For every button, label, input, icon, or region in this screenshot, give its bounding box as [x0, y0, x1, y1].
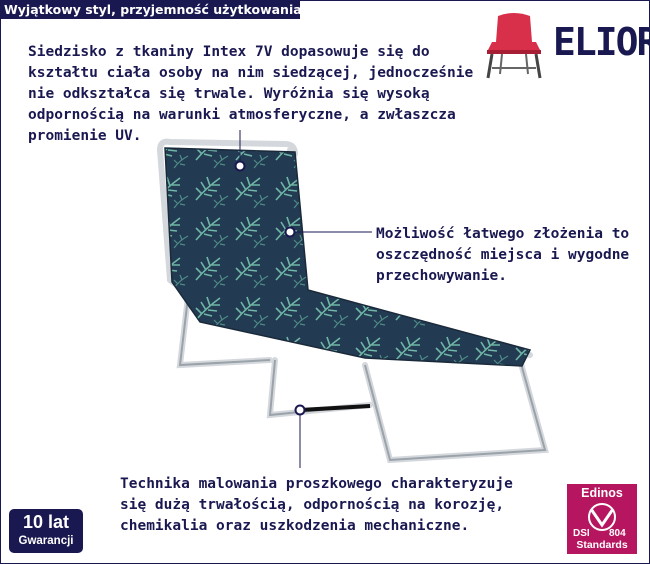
certification-badge: Edinos DSI 804 Standards	[567, 484, 637, 554]
certification-dsi: DSI	[573, 528, 590, 539]
feature-coating-text: Technika malowania proszkowego charakter…	[120, 476, 513, 534]
certification-code: 804	[609, 528, 626, 539]
brand-name: ELIOR	[553, 20, 650, 64]
feature-fabric-text: Siedzisko z tkaniny Intex 7V dopasowuje …	[28, 44, 474, 144]
feature-folding-text: Możliwość łatwego złożenia to oszczędnoś…	[376, 226, 630, 284]
certification-standard: Standards	[576, 539, 628, 551]
warranty-label: Gwarancji	[18, 535, 74, 547]
banner: Wyjątkowy styl, przyjemność użytkowania!	[0, 0, 307, 19]
warranty-years: 10 lat	[22, 512, 70, 532]
warranty-badge: 10 lat Gwarancji	[9, 509, 83, 553]
lounger-image	[157, 130, 549, 468]
certification-mark-icon: DSI 804	[573, 503, 626, 539]
certification-brand: Edinos	[581, 486, 623, 500]
chair-icon	[486, 13, 542, 79]
